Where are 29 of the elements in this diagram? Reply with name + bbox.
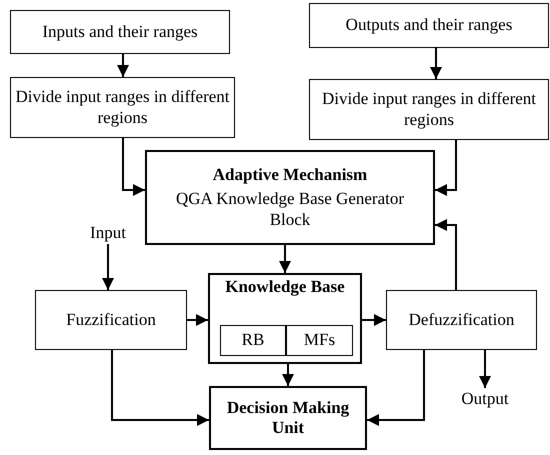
process-box: Defuzzification [386, 290, 537, 350]
arrow [367, 350, 425, 426]
arrow [435, 140, 457, 196]
knowledge-base-box [208, 273, 362, 364]
arrow [279, 245, 291, 273]
process-box: Decision Making Unit [209, 386, 367, 450]
heading-text: Adaptive Mechanism [212, 164, 368, 186]
body-text: QGA Knowledge Base Generator Block [174, 189, 405, 230]
process-box: Divide input ranges in different regions [309, 79, 549, 140]
arrow [282, 364, 294, 386]
arrow [111, 350, 209, 426]
arrow [430, 48, 442, 79]
table-cell: RB [220, 325, 286, 356]
arrow [479, 350, 491, 388]
arrow [122, 138, 145, 196]
process-box: Outputs and their ranges [309, 3, 549, 48]
heading-text: Knowledge Base [224, 277, 346, 298]
arrow [187, 314, 208, 326]
process-box [145, 150, 435, 245]
arrow [435, 219, 457, 290]
table-cell: MFs [286, 325, 353, 356]
arrow [102, 244, 114, 290]
process-box: Inputs and their ranges [10, 10, 230, 54]
arrow [362, 314, 386, 326]
arrow [117, 54, 129, 77]
process-box: Fuzzification [35, 290, 187, 350]
text-label: Output [454, 388, 516, 410]
text-label: Input [80, 222, 136, 244]
process-box: Divide input ranges in different regions [10, 77, 235, 138]
